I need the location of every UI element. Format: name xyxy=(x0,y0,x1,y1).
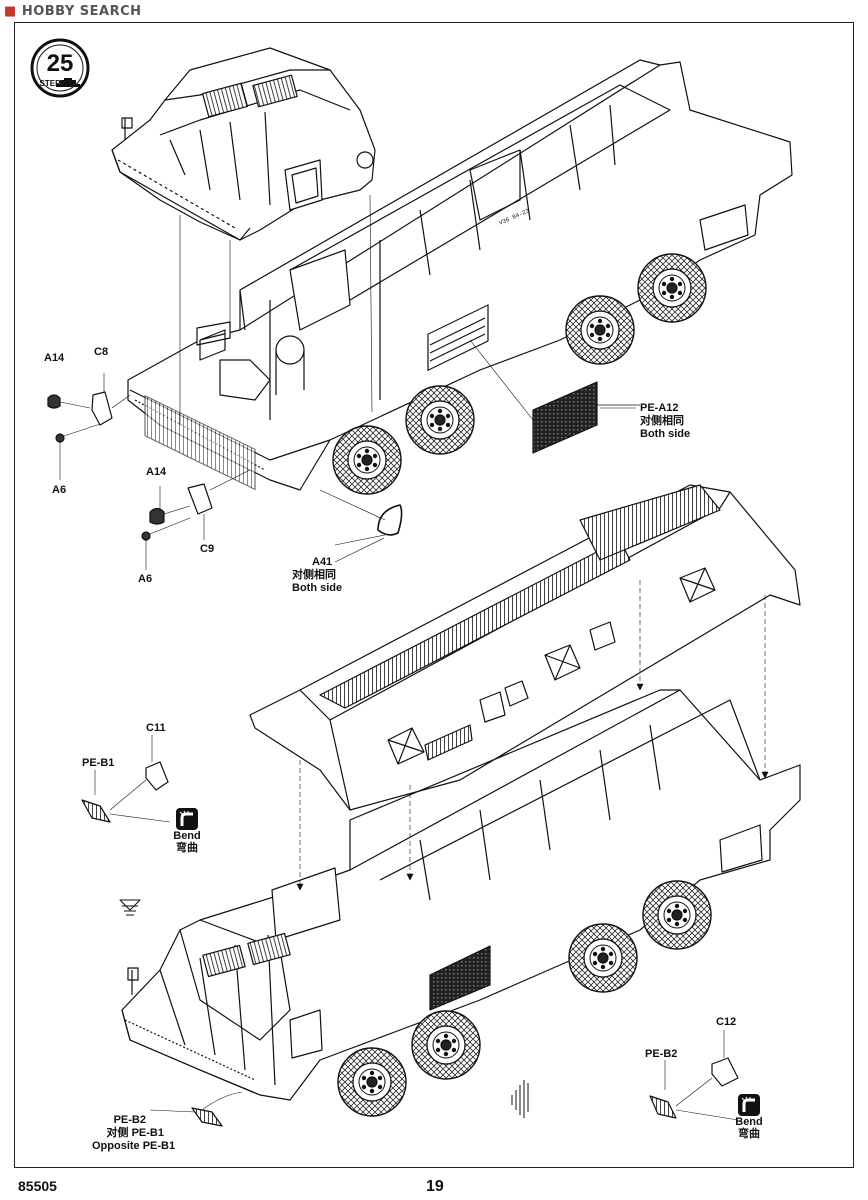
label-pe-b2-right: PE-B2 xyxy=(645,1048,678,1060)
bend-icon xyxy=(738,1094,760,1116)
label-pe-b1: PE-B1 xyxy=(82,757,115,769)
label-c9: C9 xyxy=(200,543,215,555)
pe-b2-bottom-en: Opposite PE-B1 xyxy=(92,1140,176,1152)
pe-a12-cn: 对侧相同 xyxy=(640,415,684,427)
bend-left-en: Bend xyxy=(173,830,201,842)
bend-right-en: Bend xyxy=(735,1116,763,1128)
step-badge: 25 STEP xyxy=(30,38,90,98)
bend-right-cn: 弯曲 xyxy=(738,1128,760,1140)
pe-b2-bottom-part xyxy=(149,1091,243,1127)
pe-b2-bottom-cn: 对侧 PE-B1 xyxy=(106,1127,164,1139)
watermark: ■ HOBBY SEARCH xyxy=(4,4,142,19)
a41-code: A41 xyxy=(312,556,333,568)
completed-vehicle xyxy=(121,689,801,1118)
bend-symbol-right: Bend 弯曲 xyxy=(734,1094,764,1140)
label-a6-mid: A6 xyxy=(138,573,153,585)
c11-pe-b1-parts xyxy=(81,735,171,823)
bend-icon xyxy=(176,808,198,830)
cab-part xyxy=(111,47,376,241)
a41-cn: 对侧相同 xyxy=(292,569,336,581)
label-c11: C11 xyxy=(146,722,166,734)
chassis-top xyxy=(127,59,793,491)
pe-a12-mesh xyxy=(532,381,598,454)
tank-icon xyxy=(56,78,80,87)
label-a14-mid: A14 xyxy=(146,466,167,478)
label-a41: A41 对侧相同 Both side xyxy=(292,556,342,595)
pe-a12-code: PE-A12 xyxy=(640,402,679,414)
page-number: 19 xyxy=(426,1178,444,1195)
a41-en: Both side xyxy=(292,582,343,594)
step-number: 25 xyxy=(47,50,74,77)
step-label: STEP xyxy=(40,79,62,88)
label-c12: C12 xyxy=(716,1016,737,1028)
product-code: 85505 xyxy=(18,1178,57,1194)
page-frame xyxy=(14,22,854,1168)
bend-left-cn: 弯曲 xyxy=(176,842,198,854)
c12-pe-b2-parts xyxy=(649,1030,739,1121)
pe-b2-bottom-code: PE-B2 xyxy=(113,1114,146,1126)
label-c8: C8 xyxy=(94,346,109,358)
pe-a12-en: Both side xyxy=(640,428,691,440)
label-a6-top: A6 xyxy=(52,484,67,496)
bend-symbol-left: Bend 弯曲 xyxy=(172,808,202,854)
label-pe-b2-bottom: PE-B2 对侧 PE-B1 Opposite PE-B1 xyxy=(92,1114,176,1153)
small-parts-top xyxy=(47,373,403,570)
roof-panel xyxy=(249,484,801,811)
label-a14-top: A14 xyxy=(44,352,65,364)
label-pe-a12: PE-A12 对侧相同 Both side xyxy=(640,402,690,441)
